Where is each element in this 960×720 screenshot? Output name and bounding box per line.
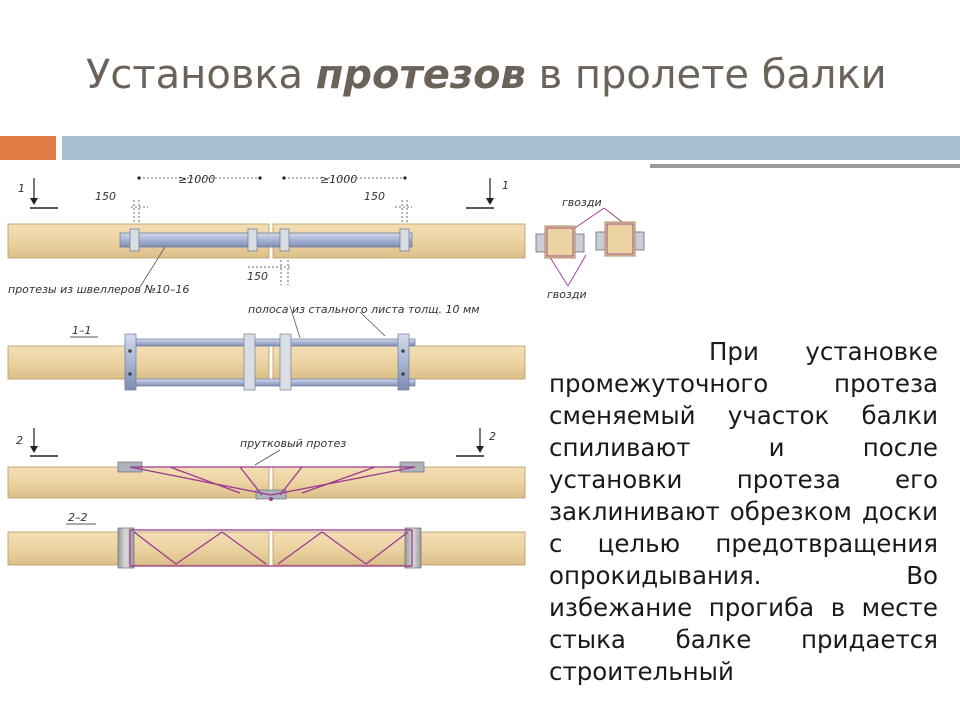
channel-prosthesis-label: протезы из швеллеров №10–16 [8,283,189,296]
beam-prosthesis-diagram: ≥1000 ≥1000 150 150 150 1 1 протезы из ш… [7,173,645,569]
section-label: 1–1 [72,324,92,337]
dimension-label: 150 [364,190,385,203]
bolt-plate [399,228,410,252]
header-accent-blue [62,136,960,160]
section-mark-label: 1 [18,182,25,195]
beam-section-1-1: 1–1 [7,324,526,391]
header-accent-line [650,164,960,168]
steel-strip-label: полоса из стального листа толщ. 10 мм [248,303,480,316]
title-part: Установка [86,52,316,98]
section-label: 2–2 [68,511,88,524]
beam-elevation-2: 2 2 прутковый протез [7,428,526,501]
dimension-label: ≥1000 [320,173,357,186]
nails-cross-section: гвозди гвозди [535,196,645,301]
section-mark-label: 2 [489,430,496,443]
body-text: При установке промежуточного протеза сме… [549,337,938,686]
channel-prosthesis [119,232,413,248]
section-mark-label: 2 [16,434,23,447]
bolt-plate [247,228,258,252]
bolt-plate [279,228,290,252]
rod-prosthesis-label: прутковый протез [240,437,346,450]
beam-elevation-1: ≥1000 ≥1000 150 150 150 1 1 протезы из ш… [7,173,526,339]
nails-label: гвозди [562,196,602,209]
title-part: в пролете балки [525,52,887,98]
dimension-label: 150 [247,270,268,283]
nails-label: гвозди [547,288,587,301]
title-emphasis: протезов [315,52,526,98]
bolt-plate [129,228,140,252]
slide-title: Установка протезов в пролете балки [86,52,887,98]
section-mark-label: 1 [502,179,509,192]
dimension-label: ≥1000 [178,173,215,186]
dimension-label: 150 [95,190,116,203]
header-accent-orange [0,136,56,160]
beam-section-2-2: 2–2 [7,511,526,569]
